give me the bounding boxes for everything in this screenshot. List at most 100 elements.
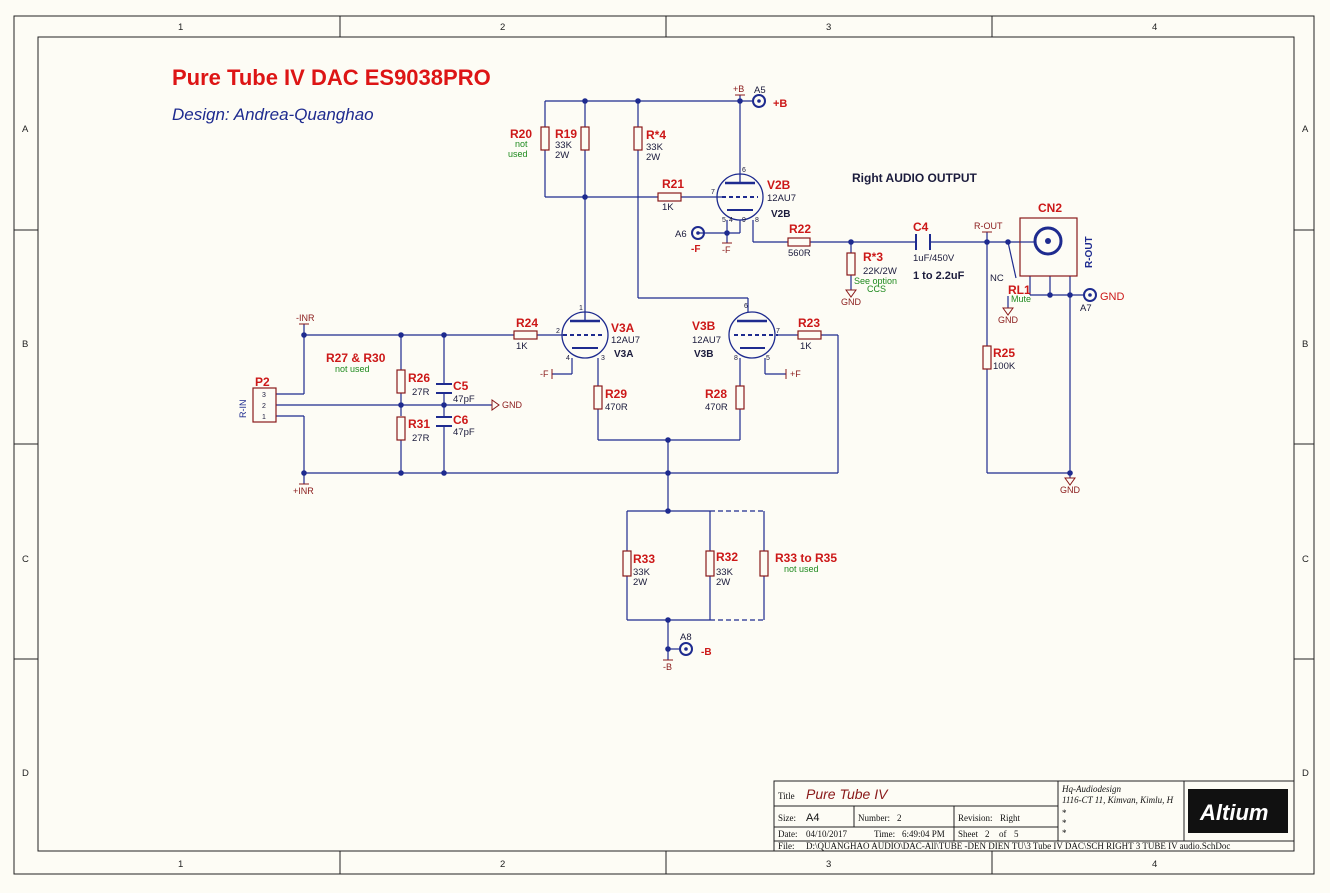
v3b-type: 12AU7	[692, 335, 721, 346]
zone-row-a-left: A	[22, 124, 29, 135]
r32-power: 2W	[716, 577, 730, 588]
tb-sheet: 2	[985, 829, 990, 839]
c4-symbol	[915, 234, 931, 250]
altium-logo: Altium	[1199, 800, 1268, 825]
cn2-ref: CN2	[1038, 201, 1062, 215]
zone-row-a-right: A	[1302, 124, 1309, 135]
r25-value: 100K	[993, 361, 1016, 372]
v2b-pin-7: 7	[711, 189, 715, 196]
r19-body	[580, 126, 590, 151]
v2b-pin-4: 4	[729, 217, 733, 224]
tb-file-label: File:	[778, 841, 795, 851]
r3-ref: R*3	[863, 250, 883, 264]
r31-body	[396, 416, 406, 441]
r25-ref: R25	[993, 346, 1015, 360]
c6-value: 47pF	[453, 427, 475, 438]
r26-body	[396, 369, 406, 394]
capacitors	[436, 234, 931, 427]
v3b-pin-5: 5	[766, 355, 770, 362]
zone-col-1-bottom: 1	[178, 859, 183, 870]
v3b-pin-7: 7	[776, 328, 780, 335]
connector-cn2	[1019, 217, 1078, 277]
gnd-port: GND	[1100, 291, 1125, 303]
tb-star-2: *	[1062, 818, 1067, 828]
tb-star-3: *	[1062, 828, 1067, 838]
p2-pin-3: 3	[262, 392, 266, 399]
gnd-icon-rl1	[1002, 307, 1014, 316]
r25-body	[982, 345, 992, 370]
designer-credit: Design: Andrea-Quanghao	[172, 105, 374, 124]
resistor-bodies	[396, 126, 992, 577]
minusf-v3a-net: -F	[540, 369, 549, 379]
tube-v3a	[561, 311, 609, 359]
r20-body	[540, 126, 550, 151]
r33-r35-note: not used	[784, 564, 819, 574]
component-labels: R20 not used R19 33K 2W R*4 33K 2W R21 1…	[238, 127, 1095, 588]
v2b-ref: V2B	[767, 178, 791, 192]
r22-body	[787, 237, 811, 247]
a5-test-point	[740, 94, 766, 108]
p2-label: R-IN	[238, 400, 248, 419]
ground-symbols	[299, 94, 1076, 661]
zone-col-2-top: 2	[500, 22, 505, 33]
v3b-pin-6: 6	[744, 303, 748, 310]
tb-revision: Right	[1000, 813, 1021, 823]
r29-ref: R29	[605, 387, 627, 401]
r4-value: 33K	[646, 142, 664, 153]
v2b-section: V2B	[771, 209, 790, 220]
zone-row-c-left: C	[22, 554, 29, 565]
p2-ref: P2	[255, 375, 270, 389]
rout-net: R-OUT	[974, 221, 1003, 231]
zone-col-1-top: 1	[178, 22, 183, 33]
r4-body	[633, 126, 643, 151]
r21-value: 1K	[662, 202, 674, 213]
v3b-ref: V3B	[692, 319, 716, 333]
v2b-pin-5: 5	[722, 217, 726, 224]
rl1-mute: Mute	[1011, 294, 1031, 304]
r23-value: 1K	[800, 341, 812, 352]
r26-ref: R26	[408, 371, 430, 385]
r29-body	[593, 385, 603, 410]
v3a-type: 12AU7	[611, 335, 640, 346]
minusf-net: -F	[722, 245, 731, 255]
v3b-section: V3B	[694, 349, 713, 360]
gnd-icon-r3	[845, 289, 857, 298]
r21-body	[657, 192, 682, 202]
r27-r30-note: not used	[335, 364, 370, 374]
r29-value: 470R	[605, 402, 628, 413]
zone-col-2-bottom: 2	[500, 859, 505, 870]
zone-row-b-left: B	[22, 339, 28, 350]
v2b-pin-6: 6	[742, 167, 746, 174]
v3a-ref: V3A	[611, 321, 635, 335]
gnd-rl1-net: GND	[998, 315, 1019, 325]
r28-ref: R28	[705, 387, 727, 401]
sheet-border	[13, 15, 1315, 875]
r33-body	[622, 550, 632, 577]
plusb-net: +B	[733, 84, 744, 94]
c5-ref: C5	[453, 379, 469, 393]
v2b-pin-8: 8	[755, 217, 759, 224]
r24-ref: R24	[516, 316, 538, 330]
tb-revision-label: Revision:	[958, 813, 993, 823]
title-block: Title Pure Tube IV Size: A4 Number: 2 Re…	[773, 780, 1295, 852]
r20-ref: R20	[510, 127, 532, 141]
tb-star-1: *	[1062, 808, 1067, 818]
r3-note-2: CCS	[867, 284, 886, 294]
c6-ref: C6	[453, 413, 469, 427]
tb-file: D:\QUANGHAO AUDIO\DAC-All\TUBE -DEN DIEN…	[806, 841, 1230, 851]
r33-ref: R33	[633, 552, 655, 566]
r19-power: 2W	[555, 150, 569, 161]
schematic-title: Pure Tube IV DAC ES9038PRO	[172, 65, 491, 90]
a8-label: A8	[680, 632, 692, 643]
r32-value: 33K	[716, 567, 734, 578]
plusf-v3b-net: +F	[790, 369, 801, 379]
tb-size: A4	[806, 812, 819, 824]
r23-body	[797, 330, 822, 340]
r32-ref: R32	[716, 550, 738, 564]
nc-label: NC	[990, 273, 1004, 284]
v3a-pin-1: 1	[579, 305, 583, 312]
r23-ref: R23	[798, 316, 820, 330]
c4-value: 1uF/450V	[913, 253, 955, 264]
v2b-type: 12AU7	[767, 193, 796, 204]
